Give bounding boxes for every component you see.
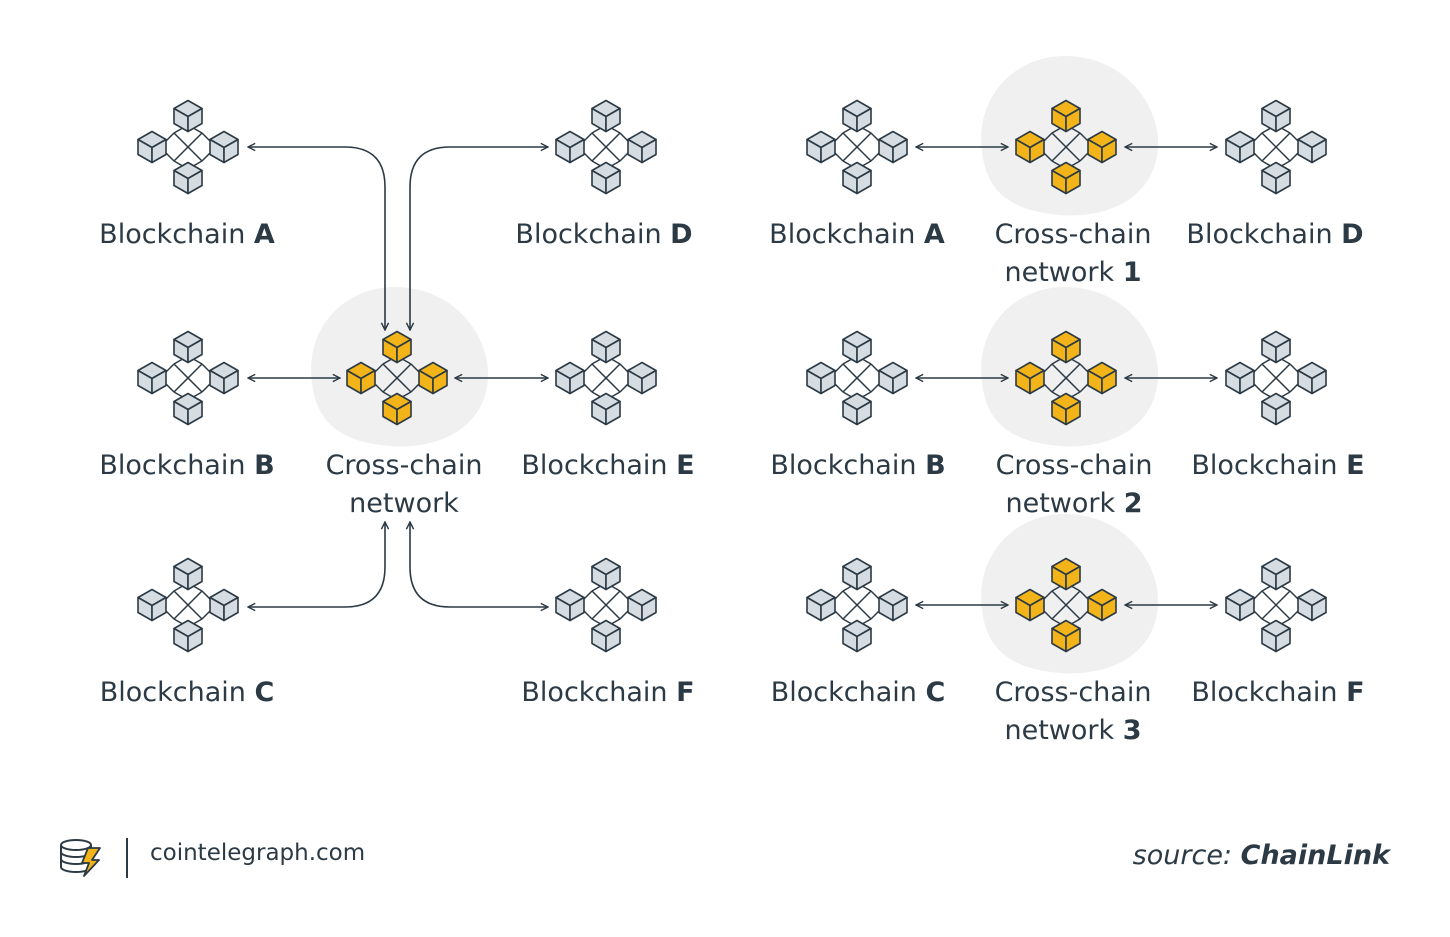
label-right-blockchain-c: Blockchain C — [770, 677, 946, 708]
label-cross-chain-network-1: Cross-chain network 1 — [994, 219, 1152, 288]
label-right-blockchain-b: Blockchain B — [770, 450, 946, 481]
node-right-left-2 — [806, 330, 908, 426]
label-blockchain-b: Blockchain B — [99, 450, 275, 481]
node-cross-chain-network-1 — [1015, 99, 1117, 195]
node-cross-chain-hub — [346, 330, 448, 426]
source-name: ChainLink — [1240, 840, 1390, 871]
network-halo-1 — [981, 56, 1159, 216]
label-blockchain-e: Blockchain E — [521, 450, 695, 481]
node-right-right-1 — [1225, 99, 1327, 195]
node-blockchain-e — [555, 330, 657, 426]
node-right-left-1 — [806, 99, 908, 195]
label-right-blockchain-f: Blockchain F — [1191, 677, 1365, 708]
label-blockchain-c: Blockchain C — [99, 677, 275, 708]
network-nodes — [137, 99, 1327, 653]
arrow-hub-a — [248, 147, 385, 330]
connection-arrows — [248, 147, 1217, 607]
footer-divider — [126, 838, 128, 878]
node-right-left-3 — [806, 557, 908, 653]
node-blockchain-d — [555, 99, 657, 195]
node-blockchain-b — [137, 330, 239, 426]
label-blockchain-f: Blockchain F — [521, 677, 695, 708]
node-right-right-3 — [1225, 557, 1327, 653]
node-blockchain-a — [137, 99, 239, 195]
label-blockchain-a: Blockchain A — [99, 219, 275, 250]
label-cross-chain-network: Cross-chain network — [284, 447, 524, 523]
label-blockchain-d: Blockchain D — [515, 219, 693, 250]
footer-source: source: ChainLink — [1133, 840, 1390, 871]
network-halo-2 — [981, 287, 1159, 447]
label-cross-chain-line2: network — [349, 488, 459, 519]
node-blockchain-c — [137, 557, 239, 653]
cointelegraph-logo-icon — [58, 836, 104, 882]
source-prefix: source: — [1132, 840, 1233, 871]
node-right-right-2 — [1225, 330, 1327, 426]
node-cross-chain-network-3 — [1015, 557, 1117, 653]
label-right-blockchain-e: Blockchain E — [1191, 450, 1365, 481]
label-cross-chain-network-2: Cross-chain network 2 — [995, 450, 1153, 519]
label-right-blockchain-a: Blockchain A — [769, 219, 945, 250]
label-cross-chain-line1: Cross-chain — [325, 450, 483, 481]
arrow-hub-c — [248, 522, 385, 607]
arrow-hub-f — [410, 522, 548, 607]
hub-halos — [311, 56, 1159, 674]
label-cross-chain-network-3: Cross-chain network 3 — [994, 677, 1152, 746]
node-cross-chain-network-2 — [1015, 330, 1117, 426]
network-halo-3 — [981, 514, 1159, 674]
label-right-blockchain-d: Blockchain D — [1186, 219, 1364, 250]
node-blockchain-f — [555, 557, 657, 653]
arrow-hub-d — [410, 147, 548, 330]
footer-site-link[interactable]: cointelegraph.com — [150, 840, 366, 866]
